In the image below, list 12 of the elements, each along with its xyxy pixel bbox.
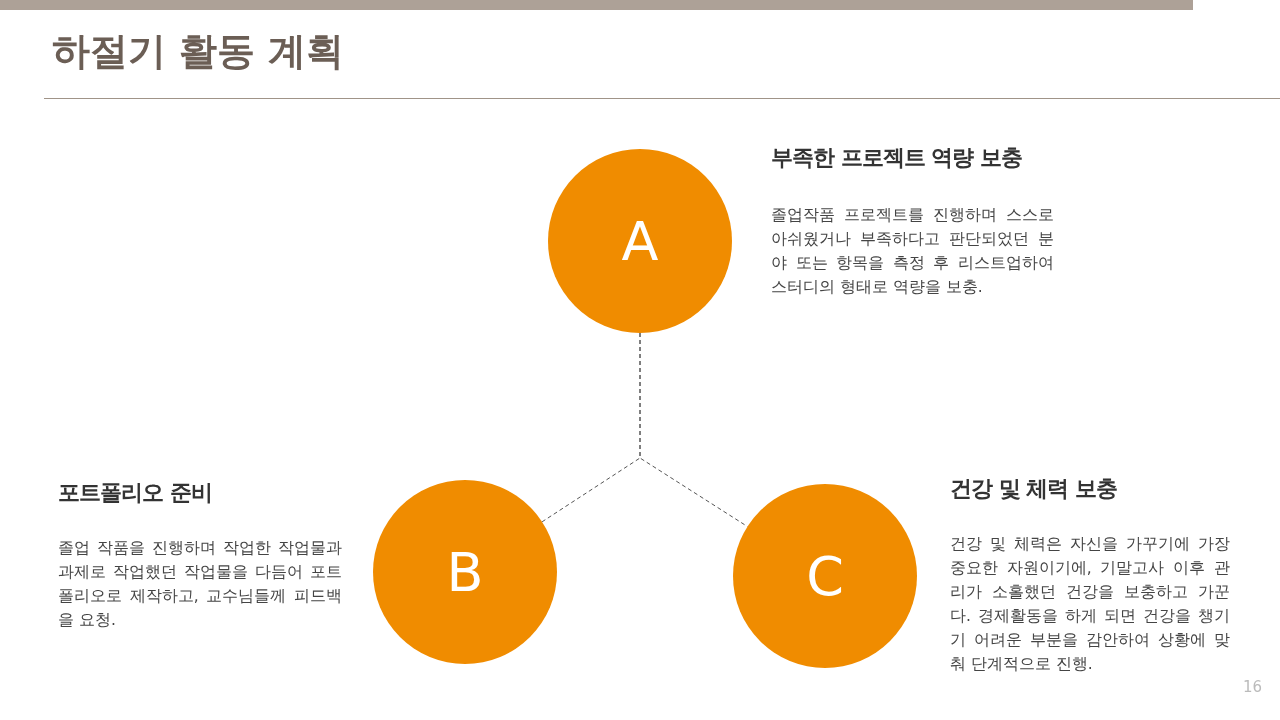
title: 하절기 활동 계획 — [52, 28, 345, 75]
letter-circle: B — [373, 480, 557, 664]
description-paragraph: 졸업작품 프로젝트를 진행하며 스스로 아쉬웠거나 부족하다고 판단되었던 분야 또는 항목을 측정 후 리스트업하여 스터디의 형태로 역량을 보충. — [771, 205, 1054, 298]
section-heading: 부족한 프로젝트 역량 보충 — [771, 144, 1022, 172]
page-number: 16 — [1242, 678, 1262, 696]
section-heading: 포트폴리오 준비 — [58, 479, 212, 507]
description-paragraph: 건강 및 체력은 자신을 가꾸기에 가장 중요한 자원이기에, 기말고사 이후 관리가 소홀했던 건강을 보충하고 가꾼다. 경제활동을 하게 되면 건강을 챙기기 어려운 부분을 감안하여 상황에 맞춰 단계적으로 진행. — [950, 534, 1230, 675]
letter-circle: C — [733, 484, 917, 668]
letter-circle: A — [548, 149, 732, 333]
description-paragraph: 졸업 작품을 진행하며 작업한 작업물과 과제로 작업했던 작업물을 다듬어 포트폴리오로 제작하고, 교수님들께 피드백을 요청. — [58, 538, 342, 631]
section-heading: 건강 및 체력 보충 — [950, 475, 1117, 503]
connector-line — [639, 332, 748, 527]
